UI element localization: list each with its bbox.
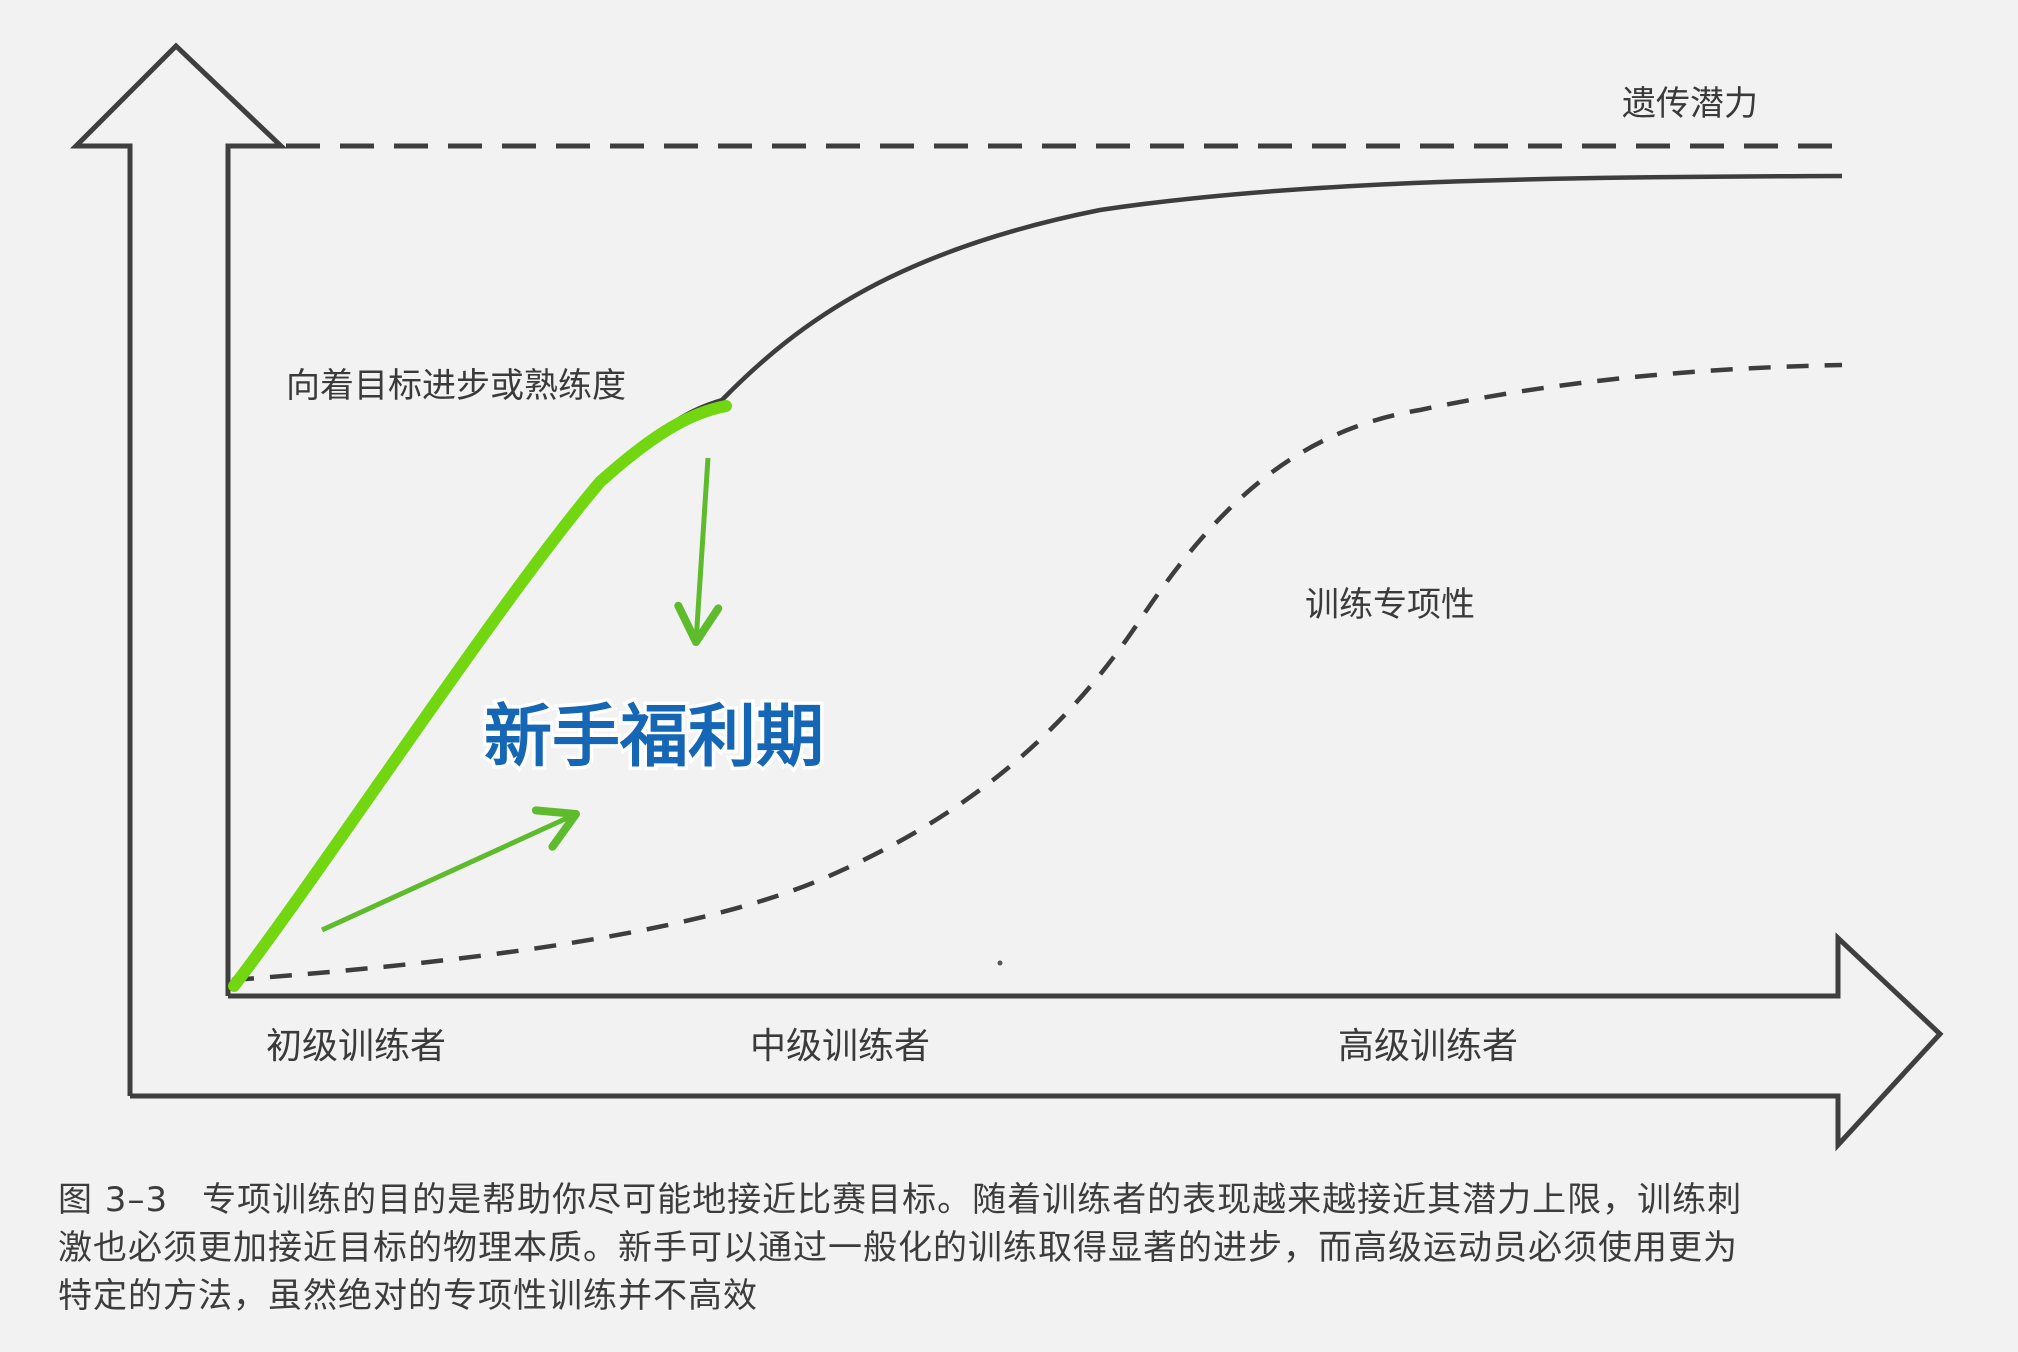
x-category-advanced: 高级训练者 xyxy=(1338,1026,1518,1067)
caption-text-1: 专项训练的目的是帮助你尽可能地接近比赛目标。随着训练者的表现越来越接近其潜力上限… xyxy=(202,1180,1743,1220)
caption-line-1: 图 3–3 专项训练的目的是帮助你尽可能地接近比赛目标。随着训练者的表现越来越接近… xyxy=(58,1176,1968,1224)
novice-benefit-label: 新手福利期 xyxy=(484,698,824,777)
caption-line-2: 激也必须更加接近目标的物理本质。新手可以通过一般化的训练取得显著的进步，而高级运… xyxy=(58,1228,1738,1268)
caption-number: 图 3–3 xyxy=(58,1180,169,1220)
specificity-curve xyxy=(231,362,1843,983)
caption-line-3: 特定的方法，虽然绝对的专项性训练并不高效 xyxy=(58,1276,758,1316)
x-category-beginner: 初级训练者 xyxy=(266,1026,446,1067)
genetic-potential-label: 遗传潜力 xyxy=(1622,84,1758,124)
scan-dot xyxy=(997,960,1003,966)
green-arrow-up xyxy=(320,806,580,933)
progress-label: 向着目标进步或熟练度 xyxy=(286,366,626,406)
progress-curve xyxy=(230,173,1843,987)
green-arrow-down xyxy=(674,457,723,646)
specificity-label: 训练专项性 xyxy=(1305,585,1475,625)
y-axis-arrow xyxy=(69,42,288,1096)
novice-highlight-curve xyxy=(228,400,732,992)
figure-caption: 图 3–3 专项训练的目的是帮助你尽可能地接近比赛目标。随着训练者的表现越来越接近… xyxy=(58,1176,1968,1320)
x-category-intermediate: 中级训练者 xyxy=(750,1026,930,1067)
x-axis-arrow xyxy=(130,932,1944,1152)
